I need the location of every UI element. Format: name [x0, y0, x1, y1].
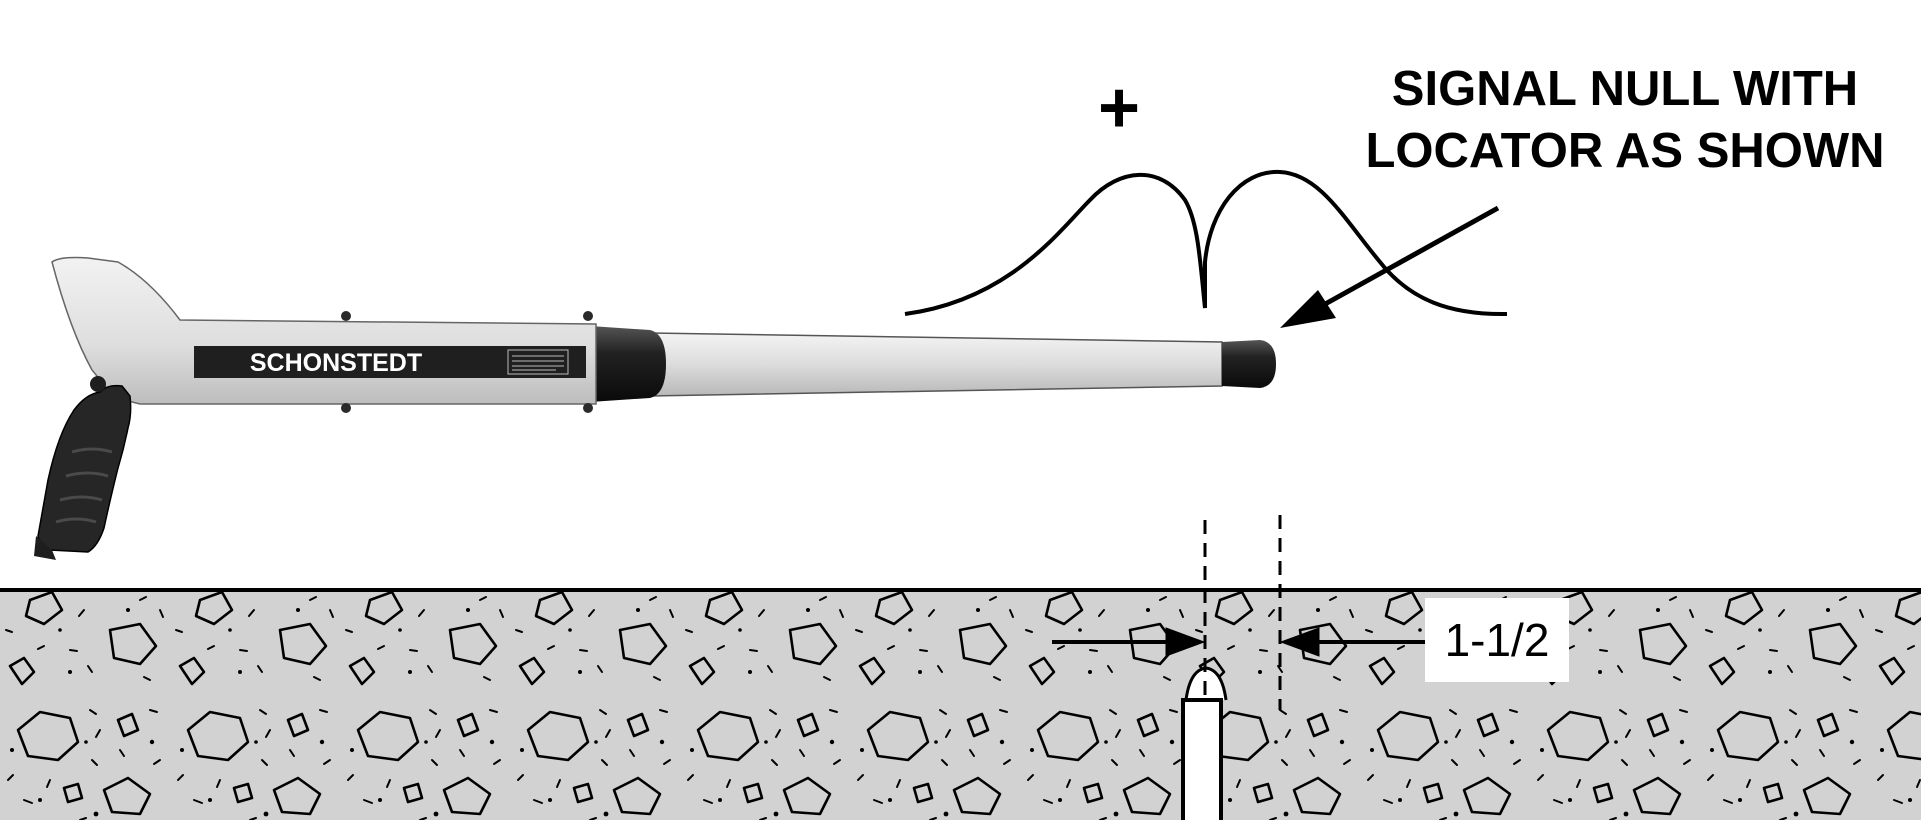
- callout-line-1: SIGNAL NULL WITH: [1391, 62, 1859, 116]
- pointer-arrow-icon: [1280, 205, 1500, 328]
- positive-signal-symbol: +: [1098, 68, 1141, 148]
- dimension-label: 1-1/2: [1425, 598, 1569, 682]
- brand-label: SCHONSTEDT: [250, 349, 422, 377]
- reference-lines: [1203, 515, 1282, 710]
- signal-curve-icon: [904, 169, 1508, 317]
- gravel-fill: [0, 590, 1921, 820]
- dimension-arrows-icon: [1052, 627, 1425, 657]
- brand-label-plate: [194, 346, 586, 378]
- signal-null-callout: SIGNAL NULL WITH LOCATOR AS SHOWN: [1325, 58, 1921, 182]
- locator-device-icon: SCHONSTEDT: [34, 256, 1276, 560]
- ground-cross-section: [0, 588, 1921, 820]
- callout-line-2: LOCATOR AS SHOWN: [1365, 124, 1885, 178]
